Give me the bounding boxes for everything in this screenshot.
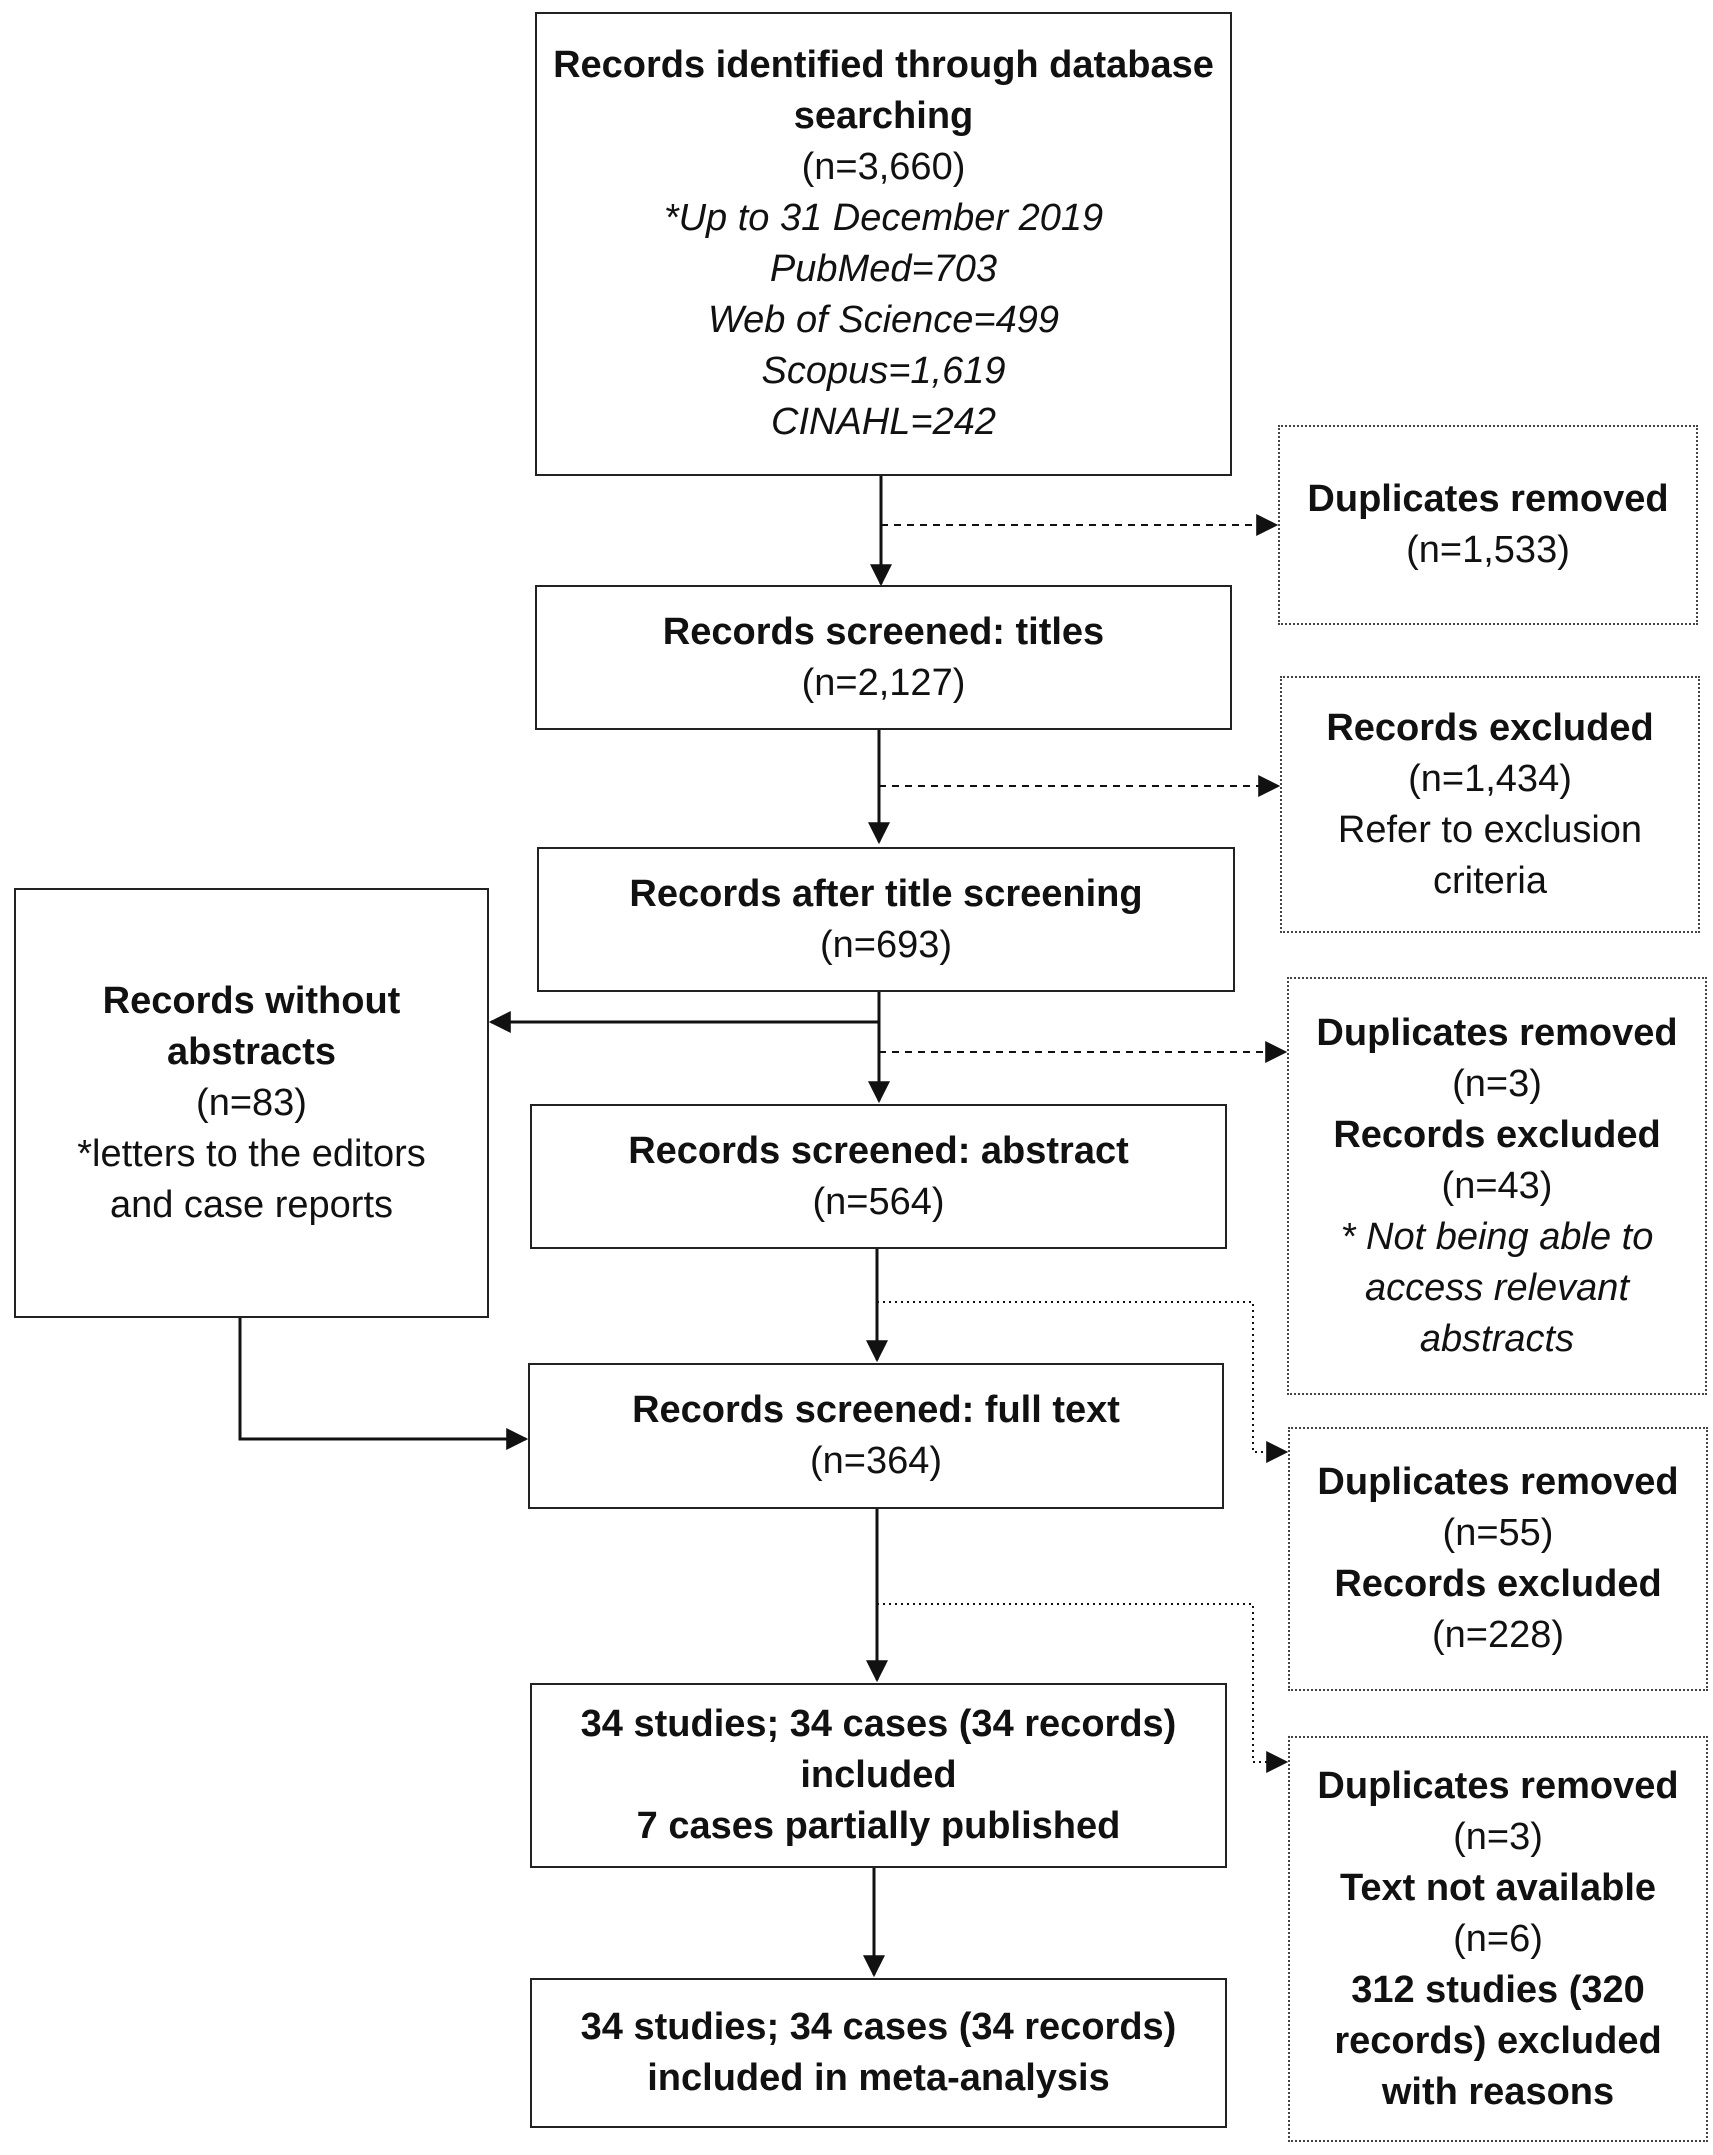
records-screened-fulltext-box: Records screened: full text (n=364) bbox=[528, 1363, 1224, 1509]
duplicates-removed-1-count: (n=1,533) bbox=[1406, 529, 1570, 571]
excluded-final-box: Duplicates removed (n=3) Text not availa… bbox=[1288, 1736, 1708, 2142]
arrow-to-excluded-final bbox=[877, 1603, 1289, 1773]
excluded-fulltext-title-2: Records excluded bbox=[1334, 1563, 1662, 1605]
arrow-without-abstracts-to-fulltext bbox=[238, 1317, 529, 1450]
records-excluded-titles-box: Records excluded (n=1,434) Refer to excl… bbox=[1280, 676, 1700, 933]
records-identified-box: Records identified through database sear… bbox=[535, 12, 1232, 476]
records-screened-fulltext-count: (n=364) bbox=[809, 1440, 943, 1482]
records-screened-titles-box: Records screened: titles (n=2,127) bbox=[535, 585, 1232, 730]
records-screened-abstract-count: (n=564) bbox=[812, 1180, 945, 1223]
included-line-1: 34 studies; 34 cases (34 records) bbox=[580, 1703, 1177, 1745]
records-excluded-titles-count: (n=1,434) bbox=[1408, 757, 1572, 800]
excluded-abstract-note-1: * Not being able to bbox=[1340, 1215, 1654, 1258]
excluded-final-title-3-line-2: records) excluded bbox=[1334, 2019, 1662, 2062]
records-screened-titles-title: Records screened: titles bbox=[662, 610, 1105, 653]
records-without-abstracts-box: Records without abstracts (n=83) *letter… bbox=[14, 888, 489, 1318]
records-without-abstracts-note-1: *letters to the editors bbox=[77, 1132, 426, 1175]
duplicates-removed-1-title: Duplicates removed bbox=[1307, 478, 1669, 520]
excluded-fulltext-count-2: (n=228) bbox=[1431, 1614, 1565, 1656]
excluded-fulltext-count-1: (n=55) bbox=[1442, 1512, 1554, 1554]
meta-analysis-box: 34 studies; 34 cases (34 records) includ… bbox=[530, 1978, 1227, 2128]
included-line-2: included bbox=[800, 1754, 957, 1796]
records-identified-title-line-2: searching bbox=[793, 95, 974, 137]
excluded-abstract-count-1: (n=3) bbox=[1452, 1062, 1542, 1105]
records-screened-abstract-title: Records screened: abstract bbox=[628, 1129, 1129, 1172]
excluded-abstract-title-1: Duplicates removed bbox=[1316, 1011, 1678, 1054]
excluded-abstract-note-2: access relevant bbox=[1364, 1266, 1629, 1309]
excluded-abstract-count-2: (n=43) bbox=[1441, 1164, 1553, 1207]
records-screened-abstract-box: Records screened: abstract (n=564) bbox=[530, 1104, 1227, 1249]
records-without-abstracts-title-2: abstracts bbox=[167, 1030, 336, 1073]
records-identified-count: (n=3,660) bbox=[801, 146, 966, 188]
excluded-final-count-1: (n=3) bbox=[1453, 1815, 1543, 1858]
records-without-abstracts-note-2: and case reports bbox=[109, 1183, 394, 1226]
records-identified-title-line-1: Records identified through database bbox=[553, 44, 1214, 86]
records-excluded-titles-note-2: criteria bbox=[1432, 859, 1548, 902]
records-after-title-title: Records after title screening bbox=[629, 872, 1143, 915]
records-without-abstracts-count: (n=83) bbox=[196, 1081, 307, 1124]
excluded-final-title-2: Text not available bbox=[1339, 1866, 1657, 1909]
meta-analysis-line-1: 34 studies; 34 cases (34 records) bbox=[580, 2006, 1177, 2048]
excluded-abstract-note-3: abstracts bbox=[1419, 1317, 1575, 1360]
excluded-fulltext-title-1: Duplicates removed bbox=[1317, 1461, 1679, 1503]
excluded-final-count-2: (n=6) bbox=[1453, 1917, 1543, 1960]
records-screened-fulltext-title: Records screened: full text bbox=[632, 1389, 1120, 1431]
records-identified-wos: Web of Science=499 bbox=[707, 299, 1060, 341]
excluded-abstract-title-2: Records excluded bbox=[1333, 1113, 1661, 1156]
records-identified-date: *Up to 31 December 2019 bbox=[663, 197, 1104, 239]
excluded-fulltext-box: Duplicates removed (n=55) Records exclud… bbox=[1288, 1427, 1708, 1691]
records-without-abstracts-title-1: Records without bbox=[102, 979, 401, 1022]
meta-analysis-line-2: included in meta-analysis bbox=[647, 2057, 1110, 2099]
arrow-to-excluded-fulltext bbox=[877, 1301, 1289, 1463]
records-excluded-titles-title: Records excluded bbox=[1326, 706, 1654, 749]
excluded-final-title-1: Duplicates removed bbox=[1317, 1764, 1679, 1807]
records-after-title-count: (n=693) bbox=[819, 923, 953, 966]
excluded-abstract-box: Duplicates removed (n=3) Records exclude… bbox=[1287, 977, 1707, 1395]
included-box: 34 studies; 34 cases (34 records) includ… bbox=[530, 1683, 1227, 1868]
records-identified-scopus: Scopus=1,619 bbox=[761, 350, 1006, 392]
included-line-3: 7 cases partially published bbox=[636, 1805, 1121, 1847]
duplicates-removed-box-1: Duplicates removed (n=1,533) bbox=[1278, 425, 1698, 625]
records-identified-cinahl: CINAHL=242 bbox=[771, 401, 996, 443]
records-after-title-box: Records after title screening (n=693) bbox=[537, 847, 1235, 992]
excluded-final-title-3-line-1: 312 studies (320 bbox=[1351, 1968, 1645, 2011]
records-excluded-titles-note-1: Refer to exclusion bbox=[1337, 808, 1643, 851]
excluded-final-title-3-line-3: with reasons bbox=[1381, 2070, 1615, 2113]
records-screened-titles-count: (n=2,127) bbox=[801, 661, 966, 704]
records-identified-pubmed: PubMed=703 bbox=[769, 248, 998, 290]
